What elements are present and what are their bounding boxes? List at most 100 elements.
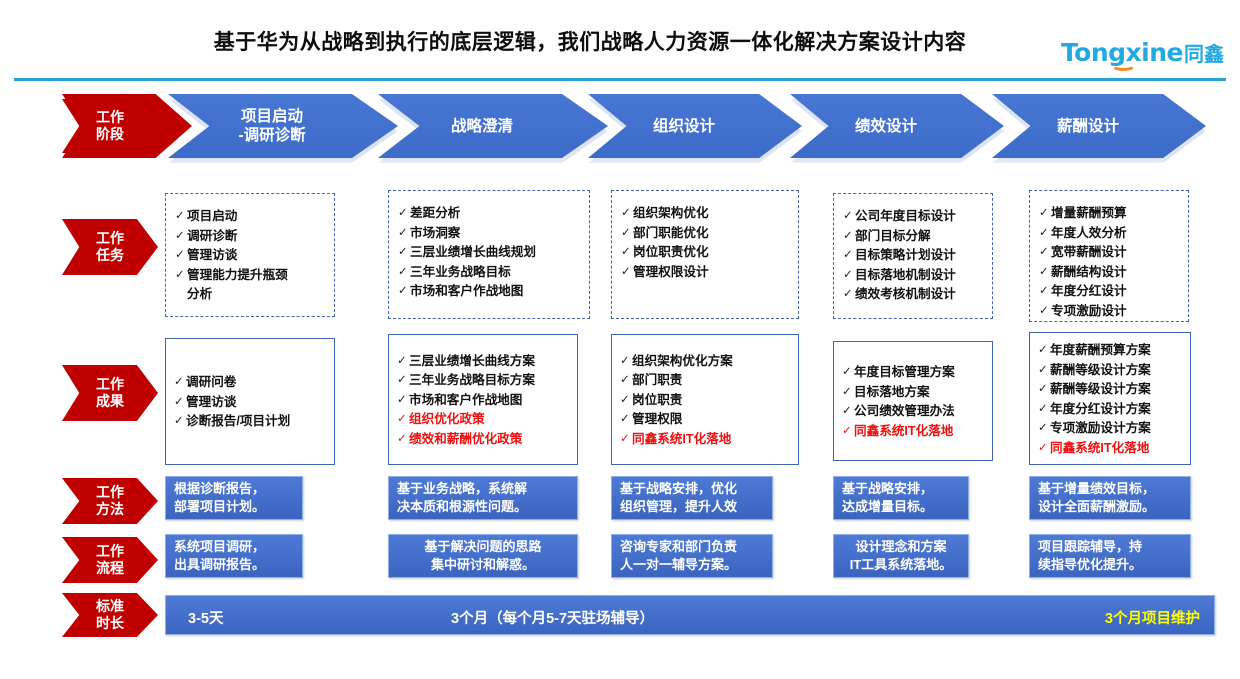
list-item-label: 目标落地方案 [854,384,930,399]
list-item-label: 差距分析 [410,206,461,220]
check-icon: ✓ [620,393,630,406]
check-icon: ✓ [397,413,407,426]
check-icon: ✓ [620,432,630,445]
list-item: ✓项目启动 [175,207,327,227]
list-item-label: 管理访谈 [186,394,237,409]
list-item-label: 市场和客户作战地图 [409,392,523,407]
list-item: ✓年度薪酬预算方案 [1038,341,1184,361]
task-box-4: ✓公司年度目标设计✓部门目标分解✓目标策略计划设计✓目标落地机制设计✓绩效考核机… [833,193,993,319]
list-item: ✓组织优化政策 [397,410,571,430]
check-icon: ✓ [398,285,408,297]
list-item-label: 同鑫系统IT化落地 [1050,440,1150,455]
list-item-label: 部门职能优化 [633,225,709,240]
check-icon: ✓ [397,393,407,406]
task-box-2: ✓差距分析✓市场洞察✓三层业绩增长曲线规划✓三年业务战略目标✓市场和客户作战地图 [388,190,590,319]
list-item: ✓管理访谈 [175,246,327,266]
list-item-label: 管理访谈 [187,248,238,262]
list-item-label: 部门职责 [632,373,683,388]
check-icon: ✓ [842,385,852,398]
method-chip-4-text: 基于战略安排， 达成增量目标。 [842,481,934,514]
row-label-line2: 流程 [96,560,124,576]
list-item: ✓部门目标分解 [843,227,985,247]
method-chip-5-text: 基于增量绩效目标， 设计全面薪酬激励。 [1038,481,1156,514]
framework-diagram: 工作 阶段 工作 任务 工作 成果 工作 方法 工作 流程 标准 时长 工作阶段… [0,82,1240,679]
phase-arrow-3[interactable]: 组织设计 [588,94,802,158]
result-box-3: ✓组织架构优化方案✓部门职责✓岗位职责✓管理权限✓同鑫系统IT化落地 [611,334,799,465]
list-item-label: 年度薪酬预算方案 [1050,343,1151,357]
row-label-line2: 任务 [96,247,124,263]
list-item: ✓市场和客户作战地图 [397,391,571,411]
check-icon: ✓ [843,210,853,222]
check-icon: ✓ [1038,344,1048,356]
check-icon: ✓ [174,415,184,428]
method-chip-5: 基于增量绩效目标， 设计全面薪酬激励。 [1029,476,1191,520]
list-item-label: 公司年度目标设计 [855,209,956,223]
duration-first: 3-5天 [188,611,224,627]
check-icon: ✓ [1038,441,1048,454]
list-item-label: 市场洞察 [410,225,461,240]
process-chip-5-text: 项目跟踪辅导，持 续指导优化提升。 [1038,539,1143,572]
phase-arrow-5[interactable]: 薪酬设计 [992,94,1206,158]
list-item-label: 公司绩效管理办法 [854,404,955,418]
logo-chinese-name: 同鑫 [1184,44,1224,66]
check-icon: ✓ [1039,226,1049,239]
check-icon: ✓ [1039,285,1049,297]
check-icon: ✓ [174,395,184,408]
task-box-3: ✓组织架构优化✓部门职能优化✓岗位职责优化✓管理权限设计 [611,190,799,319]
list-item: ✓同鑫系统IT化落地 [1038,439,1184,459]
result-box-5: ✓年度薪酬预算方案✓薪酬等级设计方案✓薪酬等级设计方案✓年度分红设计方案✓专项激… [1029,332,1191,465]
phase-arrow-4[interactable]: 绩效设计 [790,94,1004,158]
list-item-label: 专项激励设计 [1051,303,1127,318]
process-chip-1: 系统项目调研， 出具调研报告。 [165,534,303,578]
phase-arrow-1[interactable]: 项目启动 -调研诊断 [168,94,398,158]
process-chip-4: 设计理念和方案 IT工具系统落地。 [833,534,969,578]
list-item: ✓组织架构优化 [621,204,791,224]
list-item-label: 管理权限设计 [633,264,709,279]
check-icon: ✓ [1039,246,1049,258]
phase-arrow-2-label: 战略澄清 [450,117,513,135]
list-item-label: 绩效考核机制设计 [855,287,956,301]
list-item-label: 年度分红设计方案 [1050,401,1151,416]
list-item: ✓组织架构优化方案 [620,352,792,372]
check-icon: ✓ [174,376,184,389]
list-item-label: 宽带薪酬设计 [1051,245,1127,259]
list-item-label: 增量薪酬预算 [1051,206,1127,220]
process-chip-3: 咨询专家和部门负责 人一对一辅导方案。 [611,534,773,578]
result-box-4: ✓年度目标管理方案✓目标落地方案✓公司绩效管理办法✓同鑫系统IT化落地 [833,341,993,461]
task-box-1: ✓项目启动✓调研诊断✓管理访谈✓管理能力提升瓶颈 分析 [165,193,335,317]
list-item: ✓年度分红设计 [1039,282,1181,302]
logo-wordmark: Tongxine [1061,38,1184,71]
row-label-line2: 阶段 [96,126,124,142]
list-item: ✓绩效和薪酬优化政策 [397,430,571,450]
list-item: ✓薪酬等级设计方案 [1038,361,1184,381]
row-label-line2: 方法 [96,501,124,517]
list-item: ✓增量薪酬预算 [1039,204,1181,224]
check-icon: ✓ [621,246,631,258]
list-item-label: 薪酬等级设计方案 [1050,382,1151,396]
list-item: ✓公司绩效管理办法 [842,402,986,422]
list-item-label: 三年业务战略目标方案 [409,373,535,388]
duration-bar: 3-5天 3个月（每个月5-7天驻场辅导） 3个月项目维护 [165,595,1215,635]
check-icon: ✓ [398,265,408,278]
check-icon: ✓ [621,207,631,219]
header-divider [14,78,1226,81]
method-chip-2: 基于业务战略，系统解 决本质和根源性问题。 [388,476,578,520]
list-item-label: 三层业绩增长曲线方案 [409,353,535,368]
check-icon: ✓ [843,288,853,300]
list-item-label: 薪酬结构设计 [1051,264,1127,279]
list-item: ✓管理能力提升瓶颈 分析 [175,266,327,305]
check-icon: ✓ [620,354,630,367]
phase-arrow-2[interactable]: 战略澄清 [378,94,608,158]
duration-last: 3个月项目维护 [1104,611,1200,627]
list-item-label: 组织优化政策 [409,412,485,427]
list-item: ✓三年业务战略目标 [398,263,582,283]
check-icon: ✓ [1038,422,1048,434]
list-item-label: 岗位职责优化 [633,245,709,259]
list-item-label: 组织架构优化 [633,206,709,220]
list-item: ✓薪酬结构设计 [1039,263,1181,283]
list-item-label: 专项激励设计方案 [1050,421,1151,435]
list-item: ✓绩效考核机制设计 [843,285,985,305]
check-icon: ✓ [397,374,407,387]
page-header: 基于华为从战略到执行的底层逻辑，我们战略人力资源一体化解决方案设计内容 Tong… [0,0,1240,82]
